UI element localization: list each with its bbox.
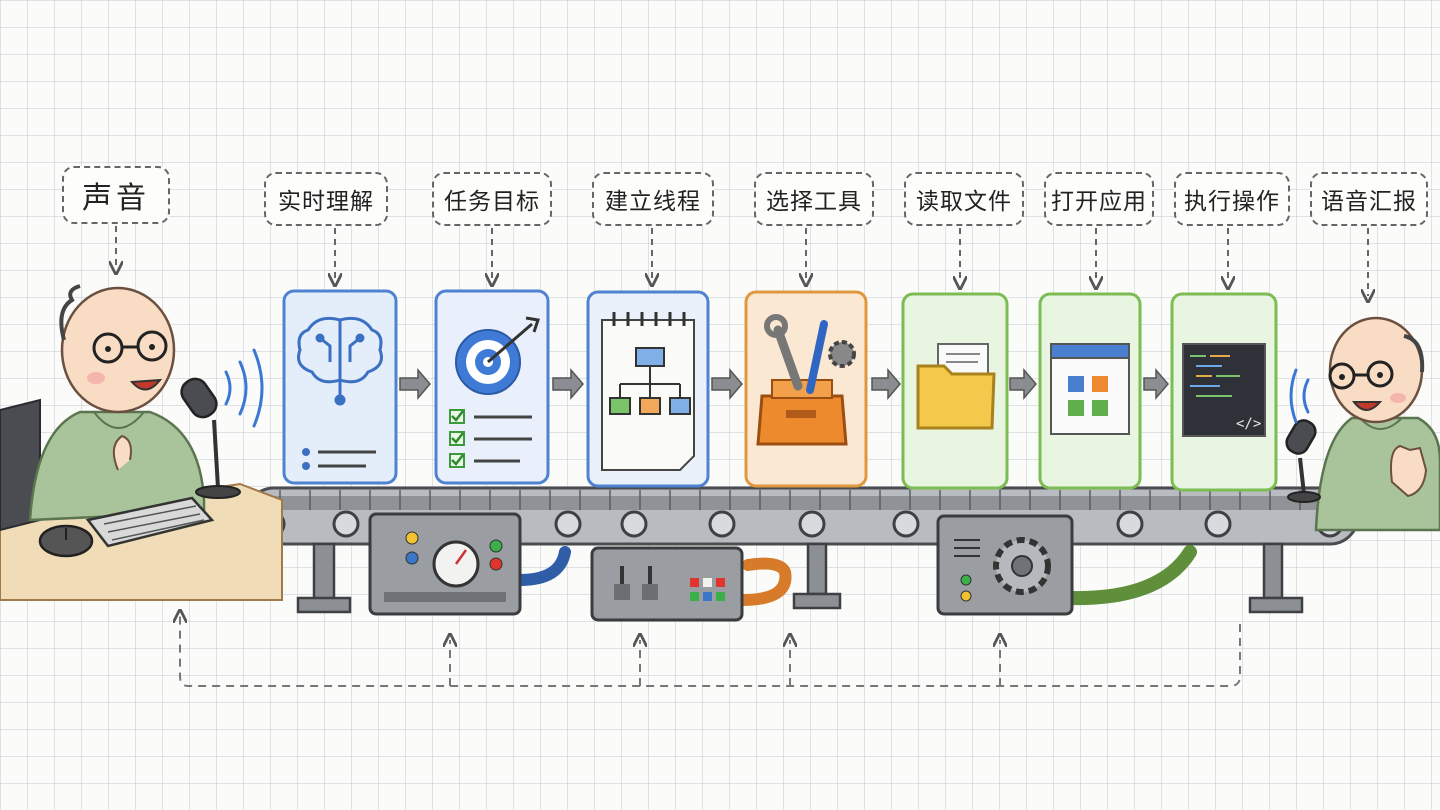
card-execute: </>	[1170, 292, 1278, 492]
right-sound-waves-icon	[1289, 368, 1310, 424]
keyboard-icon	[85, 496, 215, 548]
flow-arrows	[399, 367, 1169, 401]
label-understand: 实时理解	[264, 172, 388, 226]
label-open-app: 打开应用	[1044, 172, 1154, 226]
card-read-file	[901, 292, 1009, 490]
machine-gauge	[368, 512, 522, 616]
conveyor-belt	[244, 486, 1360, 546]
label-report: 语音汇报	[1310, 172, 1428, 226]
machine-gear	[936, 514, 1074, 616]
label-thread: 建立线程	[592, 172, 714, 226]
target-checklist-icon	[455, 316, 540, 395]
label-read-file: 读取文件	[904, 172, 1024, 226]
right-person	[1314, 316, 1440, 532]
card-thread	[586, 290, 710, 488]
card-goal	[434, 289, 550, 485]
label-goal: 任务目标	[432, 172, 552, 226]
left-sound-waves-icon	[224, 348, 264, 428]
app-window-icon	[1050, 343, 1130, 435]
mouse-icon	[38, 524, 94, 558]
right-microphone-icon	[1285, 419, 1321, 503]
left-microphone-icon	[180, 377, 241, 499]
card-tools	[744, 290, 868, 488]
brain-circuit-icon	[297, 316, 383, 406]
left-person	[28, 284, 206, 522]
feedback-loop	[180, 616, 1241, 687]
code-terminal-icon: </>	[1182, 343, 1266, 437]
toolbox-icon	[756, 314, 856, 446]
folder-document-icon	[916, 343, 996, 430]
svg-text:</>: </>	[1236, 416, 1261, 432]
label-execute: 执行操作	[1174, 172, 1290, 226]
conveyor-legs	[296, 542, 1304, 614]
card-understand	[282, 289, 398, 485]
flowchart-notepad-icon	[601, 312, 695, 471]
label-voice: 声音	[62, 166, 170, 224]
label-tools: 选择工具	[754, 172, 874, 226]
card-open-app	[1038, 292, 1142, 490]
machine-levers	[590, 546, 744, 622]
